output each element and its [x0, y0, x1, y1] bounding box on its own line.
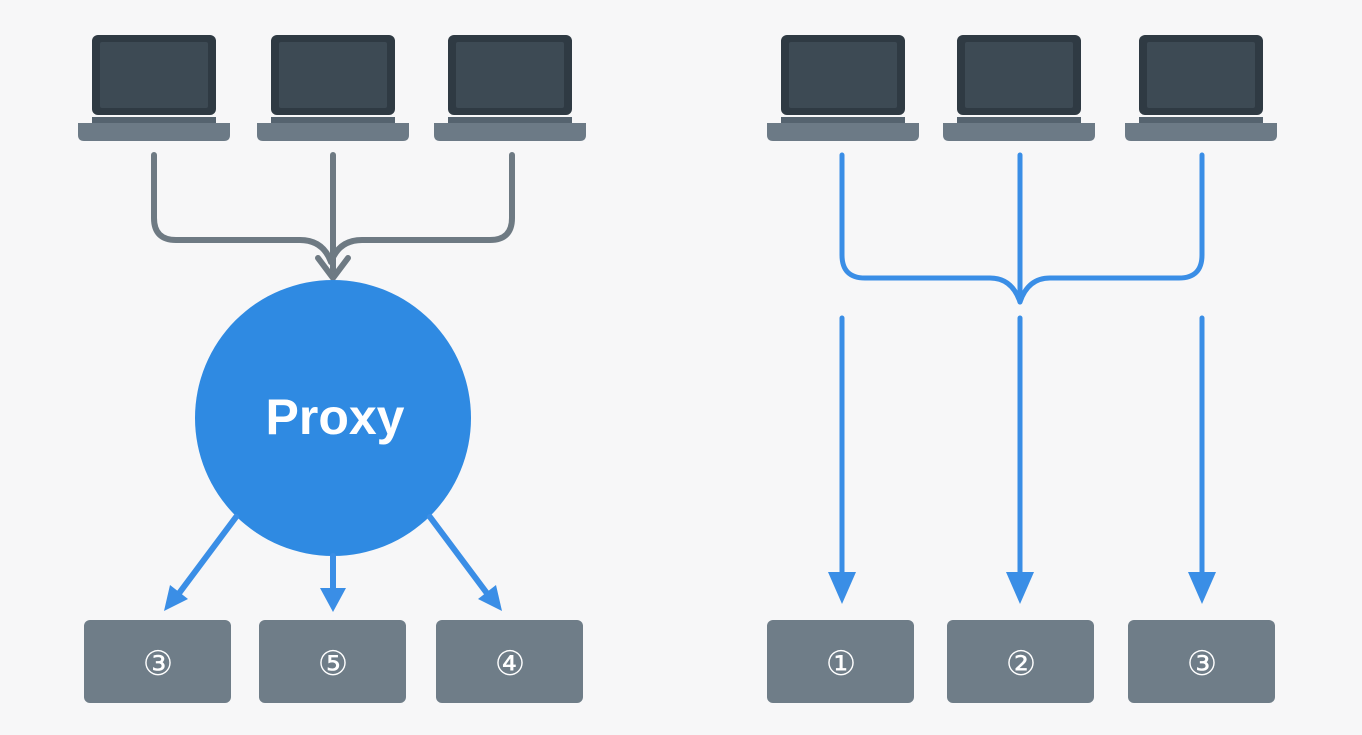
server-box: ② [947, 620, 1094, 703]
right-clients [767, 35, 1277, 141]
left-merge-connector [151, 152, 515, 281]
proxy-arrows [164, 514, 502, 612]
left-clients [78, 35, 586, 141]
server-box: ④ [436, 620, 583, 703]
server-label: ⑤ [318, 644, 348, 684]
server-box: ③ [84, 620, 231, 703]
laptop-icon [434, 35, 586, 141]
proxy-node: Proxy [195, 280, 471, 556]
laptop-icon [257, 35, 409, 141]
server-label: ④ [495, 644, 525, 684]
server-box: ① [767, 620, 914, 703]
left-panel: Proxy ③ ⑤ ④ [78, 35, 586, 703]
laptop-icon [1125, 35, 1277, 141]
proxy-label: Proxy [266, 389, 405, 445]
server-box: ③ [1128, 620, 1275, 703]
left-servers: ③ ⑤ ④ [84, 620, 583, 703]
laptop-icon [767, 35, 919, 141]
server-label: ② [1006, 644, 1036, 684]
right-merge-connector [839, 152, 1205, 305]
laptop-icon [78, 35, 230, 141]
server-label: ① [826, 644, 856, 684]
right-servers: ① ② ③ [767, 620, 1275, 703]
server-label: ③ [143, 644, 173, 684]
direct-arrows [828, 315, 1216, 604]
server-box: ⑤ [259, 620, 406, 703]
right-panel: ① ② ③ [767, 35, 1277, 703]
server-label: ③ [1187, 644, 1217, 684]
laptop-icon [943, 35, 1095, 141]
